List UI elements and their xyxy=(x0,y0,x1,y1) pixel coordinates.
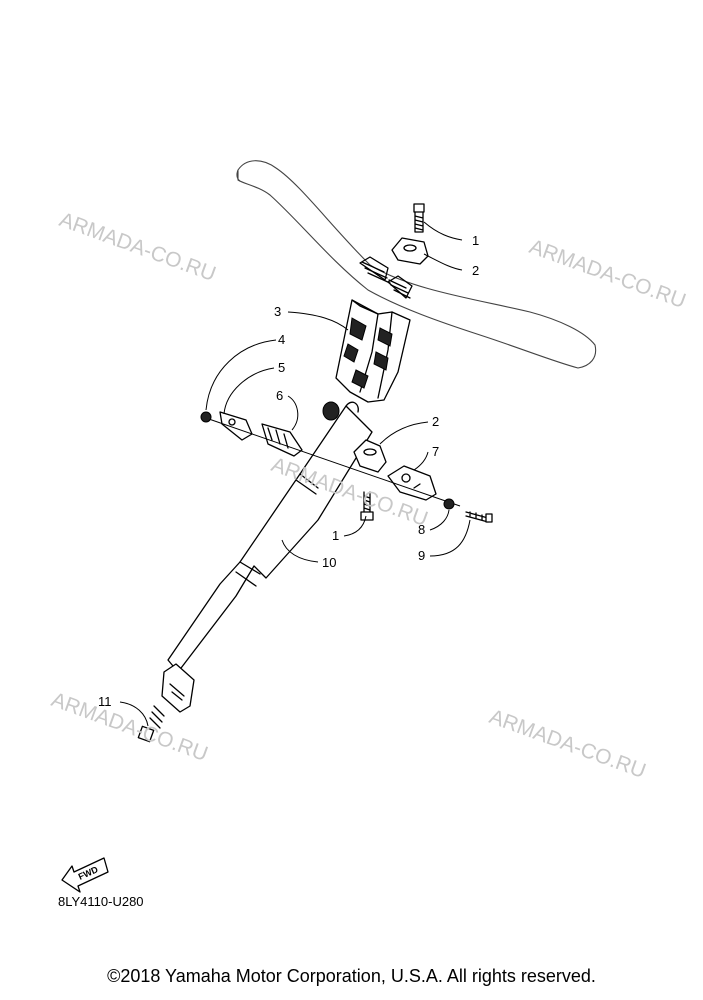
bolt-bottom xyxy=(137,705,165,743)
diagram-code: 8LY4110-U280 xyxy=(58,894,144,909)
copyright-notice: ©2018 Yamaha Motor Corporation, U.S.A. A… xyxy=(107,966,596,986)
leader-lines xyxy=(119,221,471,727)
watermarks: ARMADA-CO.RU ARMADA-CO.RU ARMADA-CO.RU A… xyxy=(48,208,688,783)
callout-8: 8 xyxy=(418,522,425,537)
callout-2-lower: 2 xyxy=(432,414,439,429)
watermark: ARMADA-CO.RU xyxy=(486,705,648,783)
callout-11: 11 xyxy=(98,694,112,709)
callout-6: 6 xyxy=(276,388,283,403)
column-bottom-fitting xyxy=(161,663,195,713)
callout-5: 5 xyxy=(278,360,285,375)
bolt-top xyxy=(413,203,425,233)
washer-8 xyxy=(443,498,455,510)
bolt-9 xyxy=(465,511,493,523)
clamp-left-5 xyxy=(219,411,253,441)
nut-4 xyxy=(200,411,212,423)
callout-4: 4 xyxy=(278,332,285,347)
callout-3: 3 xyxy=(274,304,281,319)
callout-1-lower: 1 xyxy=(332,528,339,543)
handlebar-cover xyxy=(335,299,411,403)
tie-rod-line xyxy=(205,417,461,507)
callout-1-top: 1 xyxy=(472,233,479,248)
handlebar-knurl xyxy=(359,256,413,299)
callout-labels: 1 2 3 4 5 6 2 7 1 8 9 10 11 xyxy=(98,233,479,709)
fwd-arrow-icon: FWD xyxy=(61,857,109,893)
clamp-right-7 xyxy=(387,465,437,501)
callout-7: 7 xyxy=(432,444,439,459)
lower-holder xyxy=(353,439,387,473)
handlebar-outline xyxy=(236,160,597,369)
upper-holder-top xyxy=(391,237,429,265)
watermark: ARMADA-CO.RU xyxy=(526,235,688,313)
watermark: ARMADA-CO.RU xyxy=(56,208,218,286)
callout-9: 9 xyxy=(418,548,425,563)
bolt-lower xyxy=(360,491,374,521)
steering-column xyxy=(167,401,373,673)
callout-10: 10 xyxy=(322,555,336,570)
callout-2-top: 2 xyxy=(472,263,479,278)
